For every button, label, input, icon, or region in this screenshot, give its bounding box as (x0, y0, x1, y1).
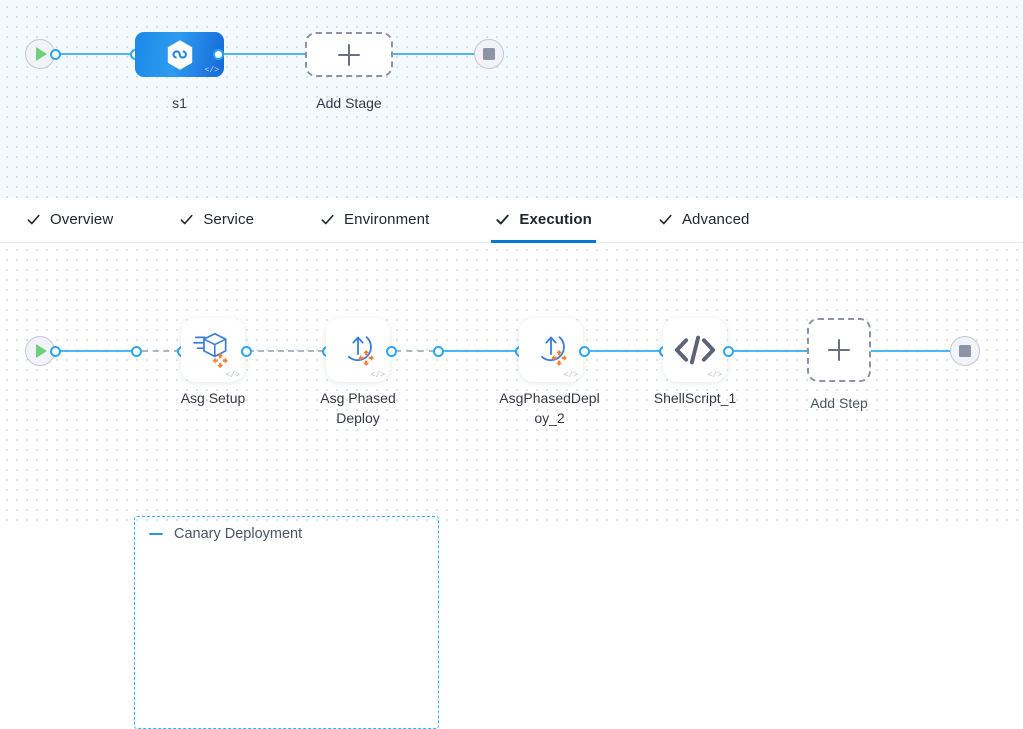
exec-end-node[interactable] (950, 336, 980, 366)
tab-advanced[interactable]: Advanced (654, 199, 754, 243)
connector-start-to-stage (55, 53, 143, 55)
tab-execution-label: Execution (519, 211, 592, 228)
step-node-asg-setup[interactable]: </> (181, 318, 245, 382)
stage-end-node[interactable] (474, 39, 504, 69)
pipeline-hexagon-icon (167, 39, 192, 70)
stage-start-node[interactable] (25, 39, 55, 69)
stage-start-port[interactable] (50, 48, 61, 60)
tab-service-label: Service (203, 211, 255, 228)
asg-setup-box-icon (193, 332, 228, 369)
group-title: Canary Deployment (174, 526, 303, 542)
asg-phased-deploy-icon (348, 336, 374, 366)
pipeline-tab-bar[interactable]: Overview Service Environment Execution A… (0, 198, 1023, 243)
check-icon (321, 214, 334, 225)
asg-setup-out-port[interactable] (241, 345, 252, 357)
step-node-asg-phased-deploy[interactable]: </> (326, 318, 390, 382)
tab-overview[interactable]: Overview (22, 199, 117, 243)
stage-node-s1[interactable]: </> (135, 32, 224, 77)
asg-phased-deploy-icon (541, 336, 567, 366)
group-collapse-toggle[interactable]: Canary Deployment (149, 526, 302, 542)
play-icon (36, 344, 47, 358)
stage-canvas[interactable]: </> s1 Add Stage (0, 0, 1023, 198)
tab-service[interactable]: Service (175, 199, 258, 243)
check-icon (496, 214, 510, 225)
connector-asgphased-to-group-out (395, 350, 435, 352)
check-icon (659, 214, 672, 225)
minus-icon (149, 532, 163, 536)
group-out-port[interactable] (433, 345, 444, 357)
asg-phased-deploy-2-code-badge: </> (563, 371, 578, 380)
connector-shellscript-to-addstep (730, 350, 808, 352)
step-label-asg-setup: Asg Setup (180, 390, 246, 406)
stop-icon (483, 48, 495, 60)
tab-environment[interactable]: Environment (316, 199, 433, 243)
connector-asgphaseddeploy2-to-shellscript (586, 350, 664, 352)
step-label-asg-phased-deploy: Asg Phased Deploy (320, 390, 396, 426)
asg-phased-deploy-out-port[interactable] (386, 345, 397, 357)
stage-node-label: s1 (172, 95, 187, 111)
play-icon (36, 47, 47, 61)
plus-icon (828, 339, 850, 361)
connector-addstage-to-end (391, 53, 481, 55)
stage-node-out-port[interactable] (213, 48, 224, 60)
execution-canvas[interactable]: Canary Deployment (0, 243, 1023, 729)
shellscript-1-code-badge: </> (707, 371, 722, 380)
step-label-shellscript-1: ShellScript_1 (653, 390, 737, 406)
shellscript-1-out-port[interactable] (723, 345, 734, 357)
tab-environment-label: Environment (344, 211, 430, 228)
connector-addstep-to-end (871, 350, 956, 352)
connector-group-in-to-asgsetup (142, 350, 180, 352)
add-stage-button[interactable] (305, 32, 393, 77)
exec-start-port[interactable] (50, 345, 61, 357)
check-icon (180, 214, 193, 225)
connector-group-to-asgphaseddeploy2 (440, 350, 520, 352)
stage-code-badge: </> (204, 66, 219, 75)
stop-icon (959, 345, 971, 357)
connector-asgsetup-to-asgphased (188, 350, 324, 352)
asg-setup-code-badge: </> (225, 371, 240, 380)
check-icon (27, 214, 40, 225)
step-group-canary-deployment[interactable]: Canary Deployment (134, 516, 439, 729)
step-label-asg-phased-deploy-2: AsgPhasedDepl oy_2 (499, 390, 600, 426)
add-stage-label: Add Stage (316, 95, 382, 111)
add-step-label: Add Step (810, 395, 868, 411)
add-step-button[interactable] (807, 318, 871, 382)
group-in-port[interactable] (131, 345, 142, 357)
step-node-shellscript-1[interactable]: </> (663, 318, 727, 382)
connector-stage-to-addstage (218, 53, 310, 55)
tab-advanced-label: Advanced (681, 211, 750, 228)
asg-phased-deploy-code-badge: </> (370, 371, 385, 380)
step-node-asg-phased-deploy-2[interactable]: </> (519, 318, 583, 382)
code-brackets-icon (674, 335, 716, 365)
connector-exec-start (55, 350, 137, 352)
tab-execution[interactable]: Execution (491, 199, 596, 243)
plus-icon (338, 43, 360, 66)
asg-phased-deploy-2-out-port[interactable] (579, 345, 590, 357)
tab-overview-label: Overview (50, 211, 114, 228)
